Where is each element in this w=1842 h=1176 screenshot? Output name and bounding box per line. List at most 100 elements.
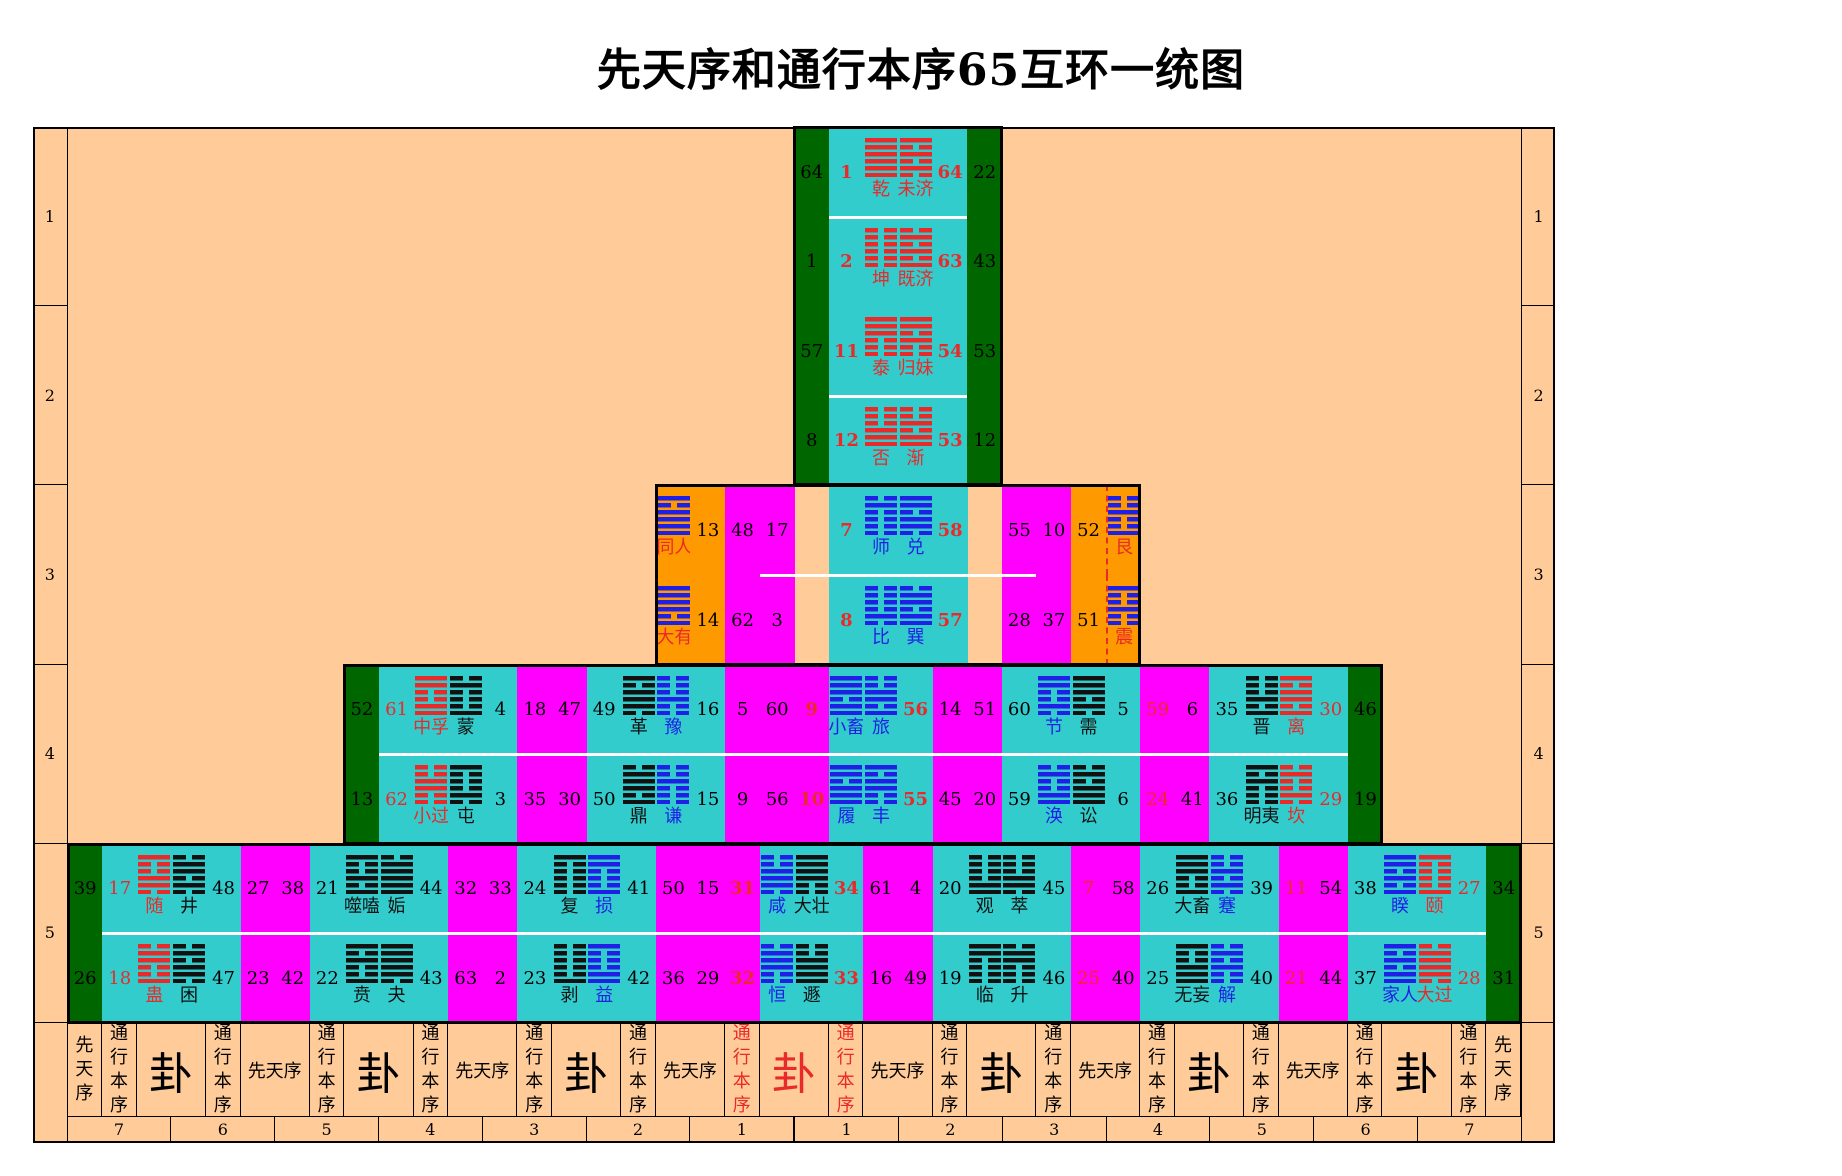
hexagram-name: 姤 [387,895,406,917]
number-cell: 45 [932,754,968,845]
number-cell: 39 [1244,843,1280,934]
number-cell: 50 [655,843,691,934]
hexagram-cell: 晋 [1244,664,1280,755]
hexagram-icon [968,854,1001,894]
hexagram-icon [864,496,897,536]
hexagram-icon [138,944,171,984]
sequence-number: 49 [592,699,616,721]
sequence-number: 34 [833,878,859,900]
sequence-number: 6 [1186,699,1199,721]
hexagram-cell: 旅 [863,664,899,755]
hexagram-icon [1245,765,1278,805]
number-cell: 32 [448,843,484,934]
hexagram-cell: 谦 [655,754,691,845]
number-cell: 3 [482,754,518,845]
tier-label-right: 3 [1520,485,1556,665]
hexagram-name: 离 [1287,716,1306,738]
sequence-number: 20 [938,878,962,900]
hexagram-name: 屯 [456,806,475,828]
footer-gua: 卦 [1382,1023,1452,1117]
sequence-number: 44 [419,878,443,900]
sequence-number: 40 [1111,967,1135,989]
hexagram-cell: 井 [171,843,207,934]
hexagram-icon [899,406,932,446]
number-cell: 5 [1105,664,1141,755]
sequence-number: 33 [833,967,859,989]
number-cell: 33 [482,843,518,934]
sequence-number: 2 [494,967,507,989]
hexagram-cell: 大过 [1417,933,1453,1024]
footer-txb: 通行本序 [1036,1023,1071,1117]
number-cell: 26 [67,933,103,1024]
row-separator [759,574,1037,577]
number-cell: 8 [794,395,830,486]
hexagram-name: 家人 [1382,985,1418,1007]
footer-label: 通行本序 [836,1023,855,1116]
hexagram-cell: 复 [552,843,588,934]
footer-label: 卦 [1186,1049,1231,1100]
hexagram-icon [1176,944,1209,984]
hexagram-icon [830,675,863,715]
sequence-number: 4 [494,699,507,721]
sequence-number: 55 [1007,519,1031,541]
footer-gua: 卦 [1175,1023,1244,1117]
number-cell: 27 [240,843,276,934]
sequence-number: 23 [246,967,270,989]
footer-txb: 通行本序 [1452,1023,1487,1117]
number-cell: 7 [1071,843,1107,934]
number-cell: 57 [932,575,968,666]
sequence-number: 36 [661,967,685,989]
hexagram-cell: 革 [621,664,657,755]
hexagram-cell: 坎 [1278,754,1314,845]
hexagram-name: 明夷 [1244,806,1280,828]
hexagram-cell: 观 [967,843,1003,934]
hexagram-cell: 履 [828,754,864,845]
hexagram-icon [899,227,932,267]
hexagram-cell: 归妹 [898,306,934,397]
number-cell: 17 [759,485,795,576]
number-cell: 60 [1001,664,1037,755]
number-cell: 59 [1140,664,1176,755]
footer-label: 通行本序 [1459,1023,1478,1116]
number-cell: 29 [1313,754,1349,845]
hexagram-cell: 需 [1071,664,1107,755]
sequence-number: 63 [937,251,963,273]
number-cell: 10 [794,754,830,845]
hexagram-icon [1037,765,1070,805]
hexagram-icon [968,944,1001,984]
footer-edge-right [1520,1023,1556,1143]
hexagram-icon [380,854,413,894]
sequence-number: 32 [454,878,478,900]
hexagram-cell: 蒙 [448,664,484,755]
hexagram-name: 井 [179,895,198,917]
hexagram-name: 革 [629,716,648,738]
sequence-number: 38 [281,878,305,900]
column-number-left: 6 [171,1117,276,1141]
sequence-number: 9 [736,788,749,810]
hexagram-name: 中孚 [413,716,449,738]
number-cell: 31 [725,843,761,934]
hexagram-icon [899,317,932,357]
hexagram-name: 解 [1217,985,1236,1007]
hexagram-icon [172,944,205,984]
number-cell: 24 [517,843,553,934]
hexagram-icon [761,854,794,894]
number-cell: 14 [690,575,726,666]
number-cell: 30 [552,754,588,845]
hexagram-cell: 大壮 [794,843,830,934]
sequence-number: 22 [973,161,997,183]
number-cell: 15 [690,754,726,845]
number-cell: 53 [967,306,1003,397]
footer-label: 先天序 [870,1061,925,1082]
sequence-number: 1 [840,161,853,183]
number-cell: 41 [621,843,657,934]
hexagram-icon [1245,675,1278,715]
footer-label: 通行本序 [109,1023,128,1116]
sequence-number: 8 [840,609,853,631]
sequence-number: 61 [385,699,408,721]
number-cell: 9 [794,664,830,755]
footer-label: 通行本序 [1355,1023,1374,1116]
number-cell: 37 [1347,933,1383,1024]
number-cell: 49 [586,664,622,755]
sequence-number: 51 [973,699,997,721]
